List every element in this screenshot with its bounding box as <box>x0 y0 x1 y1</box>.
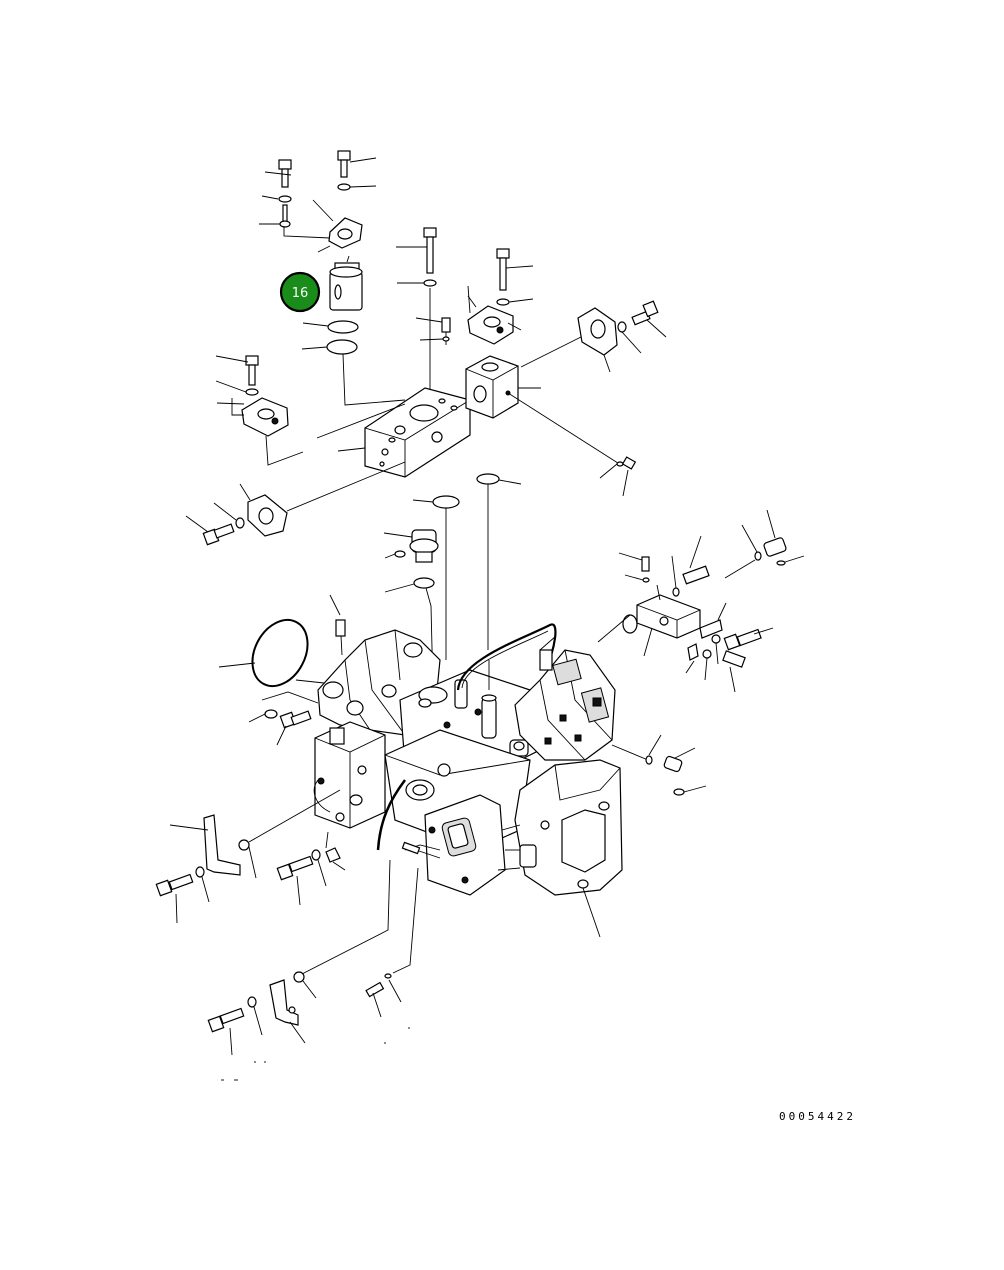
document-number: 00054422 <box>779 1110 856 1123</box>
left-flange-group <box>215 355 304 466</box>
bottom-hardware <box>207 971 410 1081</box>
right-small-parts <box>597 509 805 693</box>
top-bolt-group <box>259 150 377 253</box>
callout-label: 16 <box>292 286 309 301</box>
large-o-ring <box>218 618 325 688</box>
main-pump-assembly <box>313 594 707 938</box>
lower-left-hardware <box>155 691 419 976</box>
center-manifold-block <box>316 227 471 478</box>
right-flange-group <box>577 300 667 373</box>
elbow-fitting <box>383 529 439 691</box>
o-rings <box>412 456 637 660</box>
left-mid-flange <box>185 461 406 546</box>
part-16-valve-body <box>301 255 406 406</box>
right-manifold-block <box>465 248 622 466</box>
callout-16[interactable]: 16 <box>279 271 321 313</box>
